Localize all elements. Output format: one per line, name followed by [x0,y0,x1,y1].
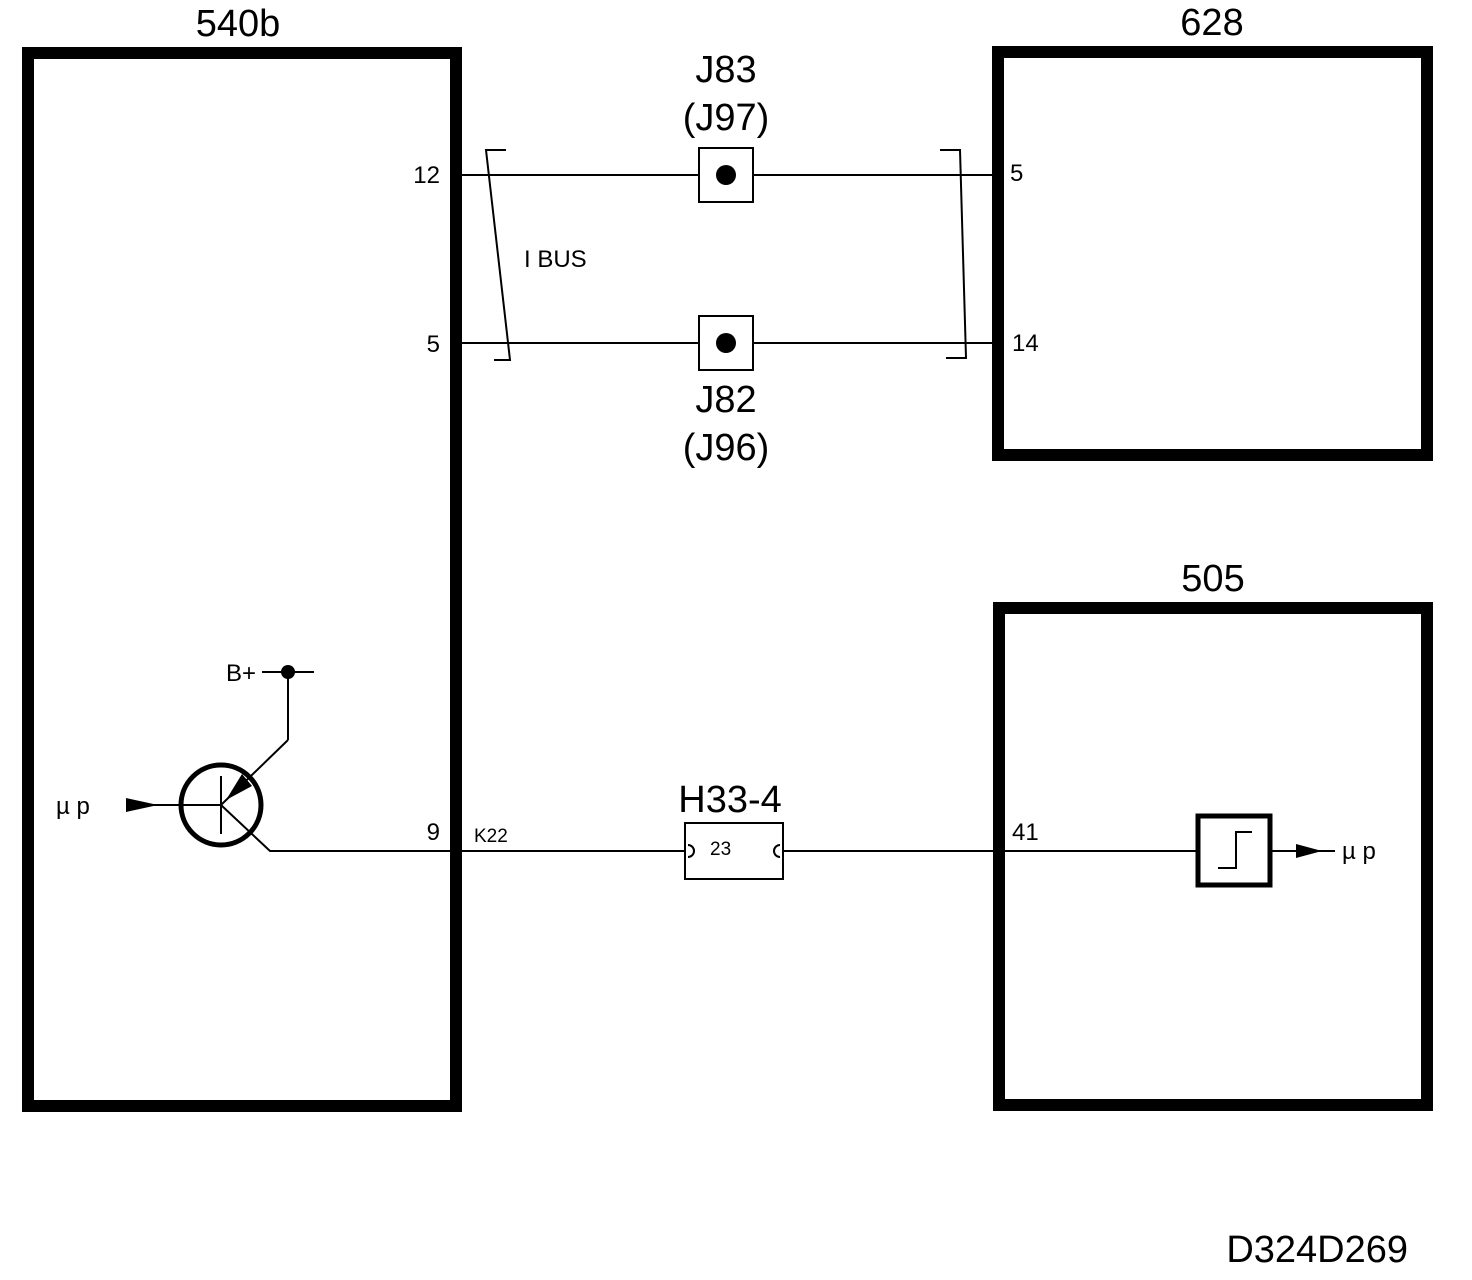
bus-bracket-left [484,149,512,361]
connector-h33-4-female [687,844,695,858]
connector-j83-pin [716,165,736,185]
pin-left-5: 5 [427,331,440,358]
module-628-box [992,46,1433,461]
schmitt-symbol [1218,831,1252,869]
schmitt-trigger [1195,813,1273,888]
drawing-code: D324D269 [1226,1229,1408,1271]
up-input-label: µ p [56,793,90,820]
pin-left-9: 9 [427,819,440,846]
bplus-label: B+ [226,660,256,687]
pin-left-12: 12 [413,162,440,189]
bus-label: I BUS [524,246,587,273]
connector-j82-pin [716,333,736,353]
connector-j83-label: J83 [695,49,756,91]
connector-j82-alt: (J96) [683,427,770,469]
connector-h33-4-label: H33-4 [678,779,782,821]
wire-code-k22: K22 [474,826,508,847]
pin-628-14: 14 [1012,330,1039,357]
bus-bracket-right [940,149,968,359]
connector-h33-4 [684,822,784,880]
connector-h33-4-pin: 23 [710,839,731,860]
up-output-label: µ p [1342,838,1376,865]
connector-j83-alt: (J97) [683,97,770,139]
pin-628-5: 5 [1010,160,1023,187]
transistor-collector-wire [220,804,686,852]
connector-h33-4-male [773,844,781,858]
pin-505-41: 41 [1012,819,1039,846]
module-505-title: 505 [1181,558,1244,600]
connector-j82-label: J82 [695,379,756,421]
bplus-node [281,665,295,679]
emitter-arrow [226,774,252,800]
module-540b-box [22,47,462,1112]
module-628-title: 628 [1180,2,1243,44]
up-output-arrow [1296,844,1322,858]
module-540b-title: 540b [196,3,281,45]
up-input-arrow [126,798,158,812]
module-505-box [993,602,1433,1111]
